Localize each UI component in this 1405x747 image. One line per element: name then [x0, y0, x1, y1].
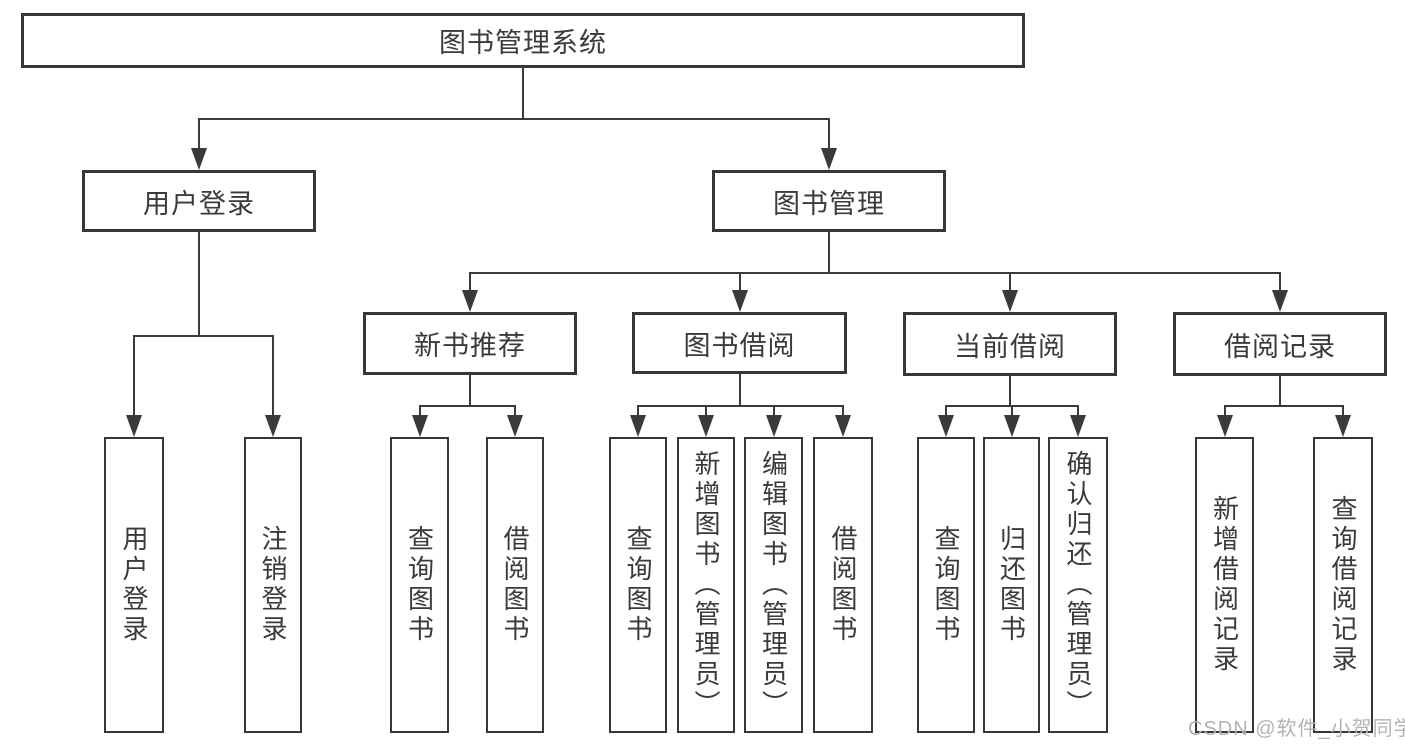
node-label-v-return-book: 归还图书: [996, 525, 1027, 645]
arrow-down-icon: [1216, 415, 1233, 437]
node-label-v-query-books-3: 查询图书: [931, 525, 961, 645]
arrow-down-icon: [835, 415, 851, 437]
node-v-borrow-books-1: 借阅图书: [486, 437, 544, 733]
node-label-v-user-login: 用户登录: [119, 525, 149, 645]
node-label-new-book-rec: 新书推荐: [414, 331, 526, 361]
connector-line: [1009, 376, 1011, 407]
connector-line: [469, 272, 1281, 274]
node-book-mgmt: 图书管理: [712, 170, 946, 232]
connector-line: [469, 272, 471, 296]
connector-line: [738, 374, 741, 407]
arrow-down-icon: [1272, 290, 1288, 312]
connector-line: [418, 405, 516, 407]
connector-line: [133, 335, 274, 337]
node-borrow-records: 借阅记录: [1173, 312, 1387, 376]
connector-line: [828, 232, 830, 274]
connector-line: [1009, 272, 1011, 296]
connector-line: [1279, 376, 1281, 407]
node-v-borrow-books-2: 借阅图书: [813, 437, 873, 733]
node-label-root: 图书管理系统: [439, 28, 607, 58]
node-label-v-query-books-1: 查询图书: [404, 525, 435, 645]
arrow-down-icon: [411, 415, 428, 437]
arrow-down-icon: [1070, 415, 1086, 437]
connector-line: [1077, 405, 1079, 421]
connector-line: [705, 405, 707, 421]
connector-line: [842, 405, 844, 421]
node-v-query-books-1: 查询图书: [390, 437, 449, 733]
node-label-v-borrow-books-1: 借阅图书: [500, 525, 530, 645]
arrow-down-icon: [126, 415, 142, 437]
connector-line: [637, 405, 844, 407]
connector-line: [522, 68, 524, 120]
connector-line: [514, 405, 516, 421]
connector-line: [1342, 405, 1344, 421]
connector-line: [772, 405, 775, 421]
connector-line: [1223, 405, 1226, 421]
arrow-down-icon: [1335, 415, 1351, 437]
node-label-v-query-books-2: 查询图书: [623, 525, 653, 645]
node-v-add-book: 新增图书（管理员）: [677, 437, 735, 733]
arrow-down-icon: [765, 415, 782, 437]
arrow-down-icon: [630, 415, 646, 437]
node-new-book-rec: 新书推荐: [363, 312, 577, 375]
node-v-query-record: 查询借阅记录: [1313, 437, 1373, 733]
csdn-watermark: CSDN @软件_小贺同学: [1188, 718, 1405, 740]
connector-line: [637, 405, 639, 421]
node-label-v-query-record: 查询借阅记录: [1328, 495, 1358, 675]
connector-line: [945, 405, 947, 421]
arrow-down-icon: [938, 415, 954, 437]
connector-line: [828, 118, 830, 154]
arrow-down-icon: [731, 290, 748, 312]
node-label-borrow-records: 借阅记录: [1224, 331, 1336, 362]
arrow-down-icon: [462, 290, 478, 312]
connector-line: [1279, 272, 1281, 296]
arrow-down-icon: [265, 415, 281, 437]
node-label-current-borrow: 当前借阅: [954, 331, 1066, 362]
node-book-borrow: 图书借阅: [632, 312, 847, 374]
node-label-v-logout: 注销登录: [258, 525, 288, 645]
node-v-query-books-3: 查询图书: [917, 437, 975, 733]
node-v-edit-book: 编辑图书（管理员）: [744, 437, 803, 733]
node-v-user-login: 用户登录: [104, 437, 164, 733]
node-label-book-mgmt: 图书管理: [773, 188, 885, 219]
connector-line: [469, 375, 471, 407]
node-v-query-books-2: 查询图书: [609, 437, 667, 733]
connector-line: [1010, 405, 1013, 421]
connector-line: [198, 118, 200, 154]
node-label-v-confirm-return: 确认归还（管理员）: [1063, 450, 1093, 720]
arrow-down-icon: [821, 148, 837, 170]
connector-line: [418, 405, 421, 421]
node-root: 图书管理系统: [21, 13, 1025, 68]
node-label-v-add-record: 新增借阅记录: [1209, 495, 1240, 675]
node-label-book-borrow: 图书借阅: [683, 330, 796, 361]
node-label-v-borrow-books-2: 借阅图书: [828, 525, 858, 645]
connector-line: [738, 272, 741, 296]
node-label-user-login: 用户登录: [143, 188, 255, 219]
node-label-v-add-book: 新增图书（管理员）: [691, 450, 721, 720]
node-current-borrow: 当前借阅: [903, 312, 1117, 376]
node-user-login: 用户登录: [82, 170, 316, 232]
arrow-down-icon: [191, 148, 207, 170]
node-v-logout: 注销登录: [244, 437, 302, 733]
arrow-down-icon: [1003, 415, 1020, 437]
connector-line: [1223, 405, 1344, 407]
arrow-down-icon: [698, 415, 714, 437]
node-v-add-record: 新增借阅记录: [1195, 437, 1254, 733]
connector-line: [133, 335, 135, 421]
node-label-v-edit-book: 编辑图书（管理员）: [758, 450, 789, 720]
connector-line: [198, 232, 200, 337]
arrow-down-icon: [1002, 290, 1018, 312]
connector-line: [272, 335, 274, 421]
connector-line: [198, 118, 830, 120]
node-v-confirm-return: 确认归还（管理员）: [1048, 437, 1108, 733]
node-v-return-book: 归还图书: [983, 437, 1040, 733]
arrow-down-icon: [507, 415, 523, 437]
